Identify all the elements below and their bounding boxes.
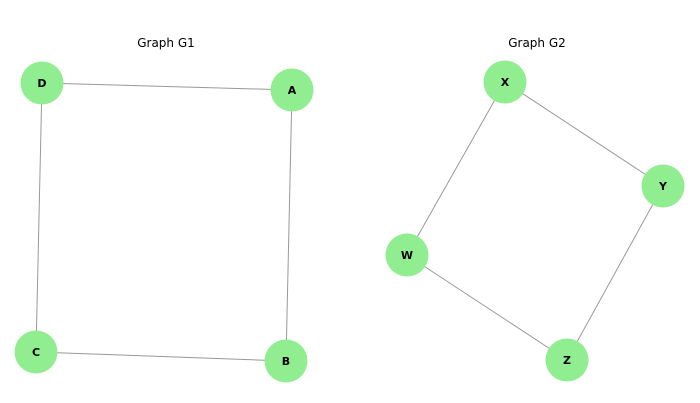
edge-D-C bbox=[35, 82, 43, 353]
node-label-W: W bbox=[401, 249, 413, 262]
edge-X-Y bbox=[504, 81, 664, 187]
node-A bbox=[270, 68, 314, 112]
edge-D-A bbox=[41, 82, 293, 91]
node-Z bbox=[545, 338, 589, 382]
node-Y bbox=[641, 164, 685, 208]
edge-A-B bbox=[285, 89, 293, 362]
node-label-Z: Z bbox=[563, 354, 571, 367]
edge-X-W bbox=[406, 81, 506, 256]
edges-layer bbox=[35, 81, 664, 362]
node-C bbox=[14, 330, 58, 374]
edge-W-Z bbox=[406, 254, 568, 361]
node-label-D: D bbox=[37, 77, 46, 90]
node-W bbox=[385, 233, 429, 277]
node-D bbox=[20, 61, 64, 105]
node-label-C: C bbox=[32, 346, 40, 359]
node-B bbox=[264, 339, 308, 383]
titles-layer: Graph G1 Graph G2 bbox=[137, 36, 566, 50]
edge-Y-Z bbox=[566, 185, 664, 361]
graph-title-g1: Graph G1 bbox=[137, 36, 195, 50]
node-label-X: X bbox=[501, 76, 510, 89]
node-label-Y: Y bbox=[658, 180, 668, 193]
node-label-A: A bbox=[288, 84, 297, 97]
nodes-layer: D A C B X Y W Z bbox=[14, 60, 685, 383]
edge-C-B bbox=[35, 351, 287, 362]
node-X bbox=[483, 60, 527, 104]
node-label-B: B bbox=[282, 355, 290, 368]
graph-title-g2: Graph G2 bbox=[508, 36, 566, 50]
